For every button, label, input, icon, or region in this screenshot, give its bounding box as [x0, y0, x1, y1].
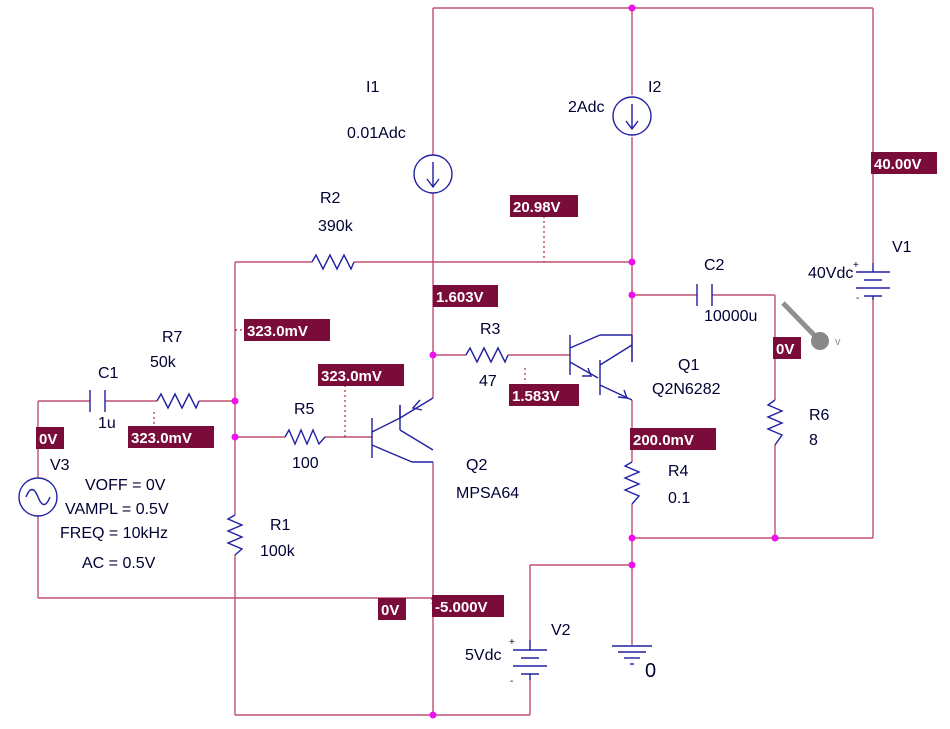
label-q1-name: Q1 [678, 357, 699, 374]
junction-dots [231, 4, 779, 719]
voltage-gnd-left: 0V [381, 602, 399, 619]
voltage-leaders [153, 216, 545, 604]
label-r2-value: 390k [318, 218, 354, 235]
label-r7-value: 50k [150, 354, 177, 371]
label-r1-value: 100k [260, 543, 296, 560]
current-source-i1 [413, 154, 453, 194]
label-q1-model: Q2N6282 [652, 381, 721, 398]
label-i1-name: I1 [366, 79, 379, 96]
label-v2-name: V2 [551, 622, 571, 639]
label-r4-name: R4 [668, 463, 689, 480]
label-v2-value: 5Vdc [465, 647, 501, 664]
label-r4-value: 0.1 [668, 490, 690, 507]
resistor-r6 [766, 399, 784, 446]
label-r6-value: 8 [809, 432, 818, 449]
resistor-r3 [465, 346, 509, 364]
label-c1-value: 1u [98, 415, 116, 432]
voltage-q1-base: 1.583V [512, 388, 560, 405]
transistor-q1 [569, 334, 633, 401]
voltage-r7-node: 323.0mV [247, 323, 308, 340]
resistor-r2 [311, 253, 355, 271]
label-c1-name: C1 [98, 365, 119, 382]
label-r7-name: R7 [162, 329, 183, 346]
voltage-v-top: 40.00V [874, 156, 922, 173]
label-r3-name: R3 [480, 321, 501, 338]
voltage-output: 0V [776, 341, 794, 358]
resistor-r4 [623, 461, 641, 505]
transistor-q2 [371, 397, 434, 463]
label-i2-name: I2 [648, 79, 661, 96]
label-v3-vampl: VAMPL = 0.5V [65, 501, 169, 518]
ground-symbol [612, 645, 652, 665]
label-r5-value: 100 [292, 455, 319, 472]
label-i2-value: 2Adc [568, 99, 604, 116]
capacitor-c2 [696, 284, 713, 306]
voltage-c1-node: 323.0mV [131, 430, 192, 447]
current-source-i2 [612, 96, 652, 136]
label-v3-voff: VOFF = 0V [85, 477, 166, 494]
label-v1-name: V1 [892, 239, 912, 256]
voltage-q2-emitter: 1.603V [436, 289, 484, 306]
sine-source-v3 [18, 477, 58, 517]
voltage-neg: -5.000V [435, 599, 488, 616]
resistor-r7 [156, 392, 200, 410]
label-r3-value: 47 [479, 373, 497, 390]
label-ground: 0 [645, 660, 656, 682]
label-r6-name: R6 [809, 407, 830, 424]
label-v1-value: 40Vdc [808, 265, 853, 282]
label-probe: v [835, 336, 841, 348]
resistor-r1 [226, 514, 244, 556]
voltage-labels: 40.00V 20.98V 1.603V 323.0mV 323.0mV 323… [36, 152, 937, 620]
svg-text:-: - [856, 293, 859, 304]
label-r1-name: R1 [270, 517, 291, 534]
battery-v2: + - [509, 637, 547, 687]
voltage-q1-emitter: 200.0mV [633, 432, 694, 449]
label-v3-name: V3 [50, 457, 70, 474]
label-q2-model: MPSA64 [456, 485, 519, 502]
voltage-q2-base: 323.0mV [321, 368, 382, 385]
svg-text:+: + [853, 260, 859, 271]
battery-v1: + - [853, 260, 890, 304]
label-r2-name: R2 [320, 190, 341, 207]
label-v3-ac: AC = 0.5V [82, 555, 156, 572]
voltage-probe [781, 301, 829, 350]
label-i1-value: 0.01Adc [347, 125, 406, 142]
component-labels: I1 0.01Adc I2 2Adc V1 40Vdc V2 5Vdc V3 V… [50, 79, 912, 682]
label-c2-value: 10000u [704, 308, 757, 325]
label-v3-freq: FREQ = 10kHz [60, 525, 168, 542]
label-c2-name: C2 [704, 257, 725, 274]
svg-text:-: - [510, 676, 513, 687]
label-r5-name: R5 [294, 401, 315, 418]
voltage-collector: 20.98V [513, 199, 561, 216]
resistor-r5 [284, 428, 326, 446]
label-q2-name: Q2 [466, 457, 487, 474]
voltage-source: 0V [39, 431, 57, 448]
capacitor-c1 [89, 390, 106, 412]
svg-text:+: + [509, 637, 515, 648]
